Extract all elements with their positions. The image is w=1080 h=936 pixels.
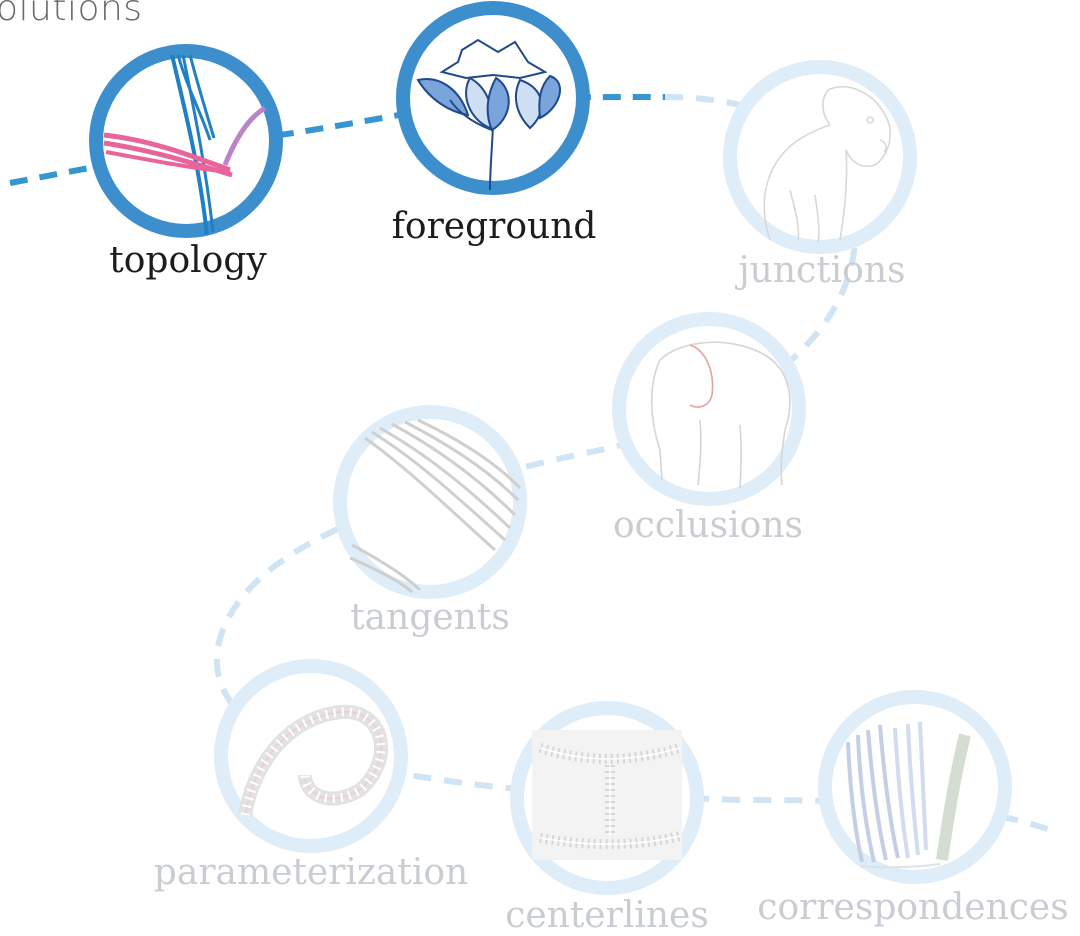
brush-strokes-icon (846, 721, 971, 869)
label-correspondences: correspondences (757, 887, 1069, 928)
label-junctions: junctions (738, 250, 906, 291)
elephant-sketch-icon (650, 341, 791, 489)
node-junctions (723, 60, 917, 254)
node-centerlines (510, 701, 704, 895)
dog-sketch-icon (763, 86, 891, 243)
crossing-strokes-icon (103, 54, 267, 236)
node-foreground (396, 1, 590, 195)
flower-icon (416, 38, 561, 191)
label-tangents: tangents (350, 597, 510, 638)
dotted-centerline-icon (532, 730, 682, 860)
spiral-grid-icon (238, 704, 388, 817)
node-parameterization (214, 659, 408, 853)
node-correspondences (818, 690, 1012, 884)
label-occlusions: occlusions (612, 505, 804, 546)
section-heading: olutions (0, 0, 143, 29)
label-parameterization: parameterization (153, 852, 469, 893)
label-centerlines: centerlines (505, 895, 709, 936)
node-occlusions (612, 312, 806, 506)
node-topology (89, 44, 283, 238)
label-foreground: foreground (391, 206, 597, 247)
hair-strokes-icon (349, 418, 522, 594)
path-faded (213, 94, 1052, 833)
node-tangents (333, 405, 527, 599)
label-topology: topology (109, 240, 267, 281)
